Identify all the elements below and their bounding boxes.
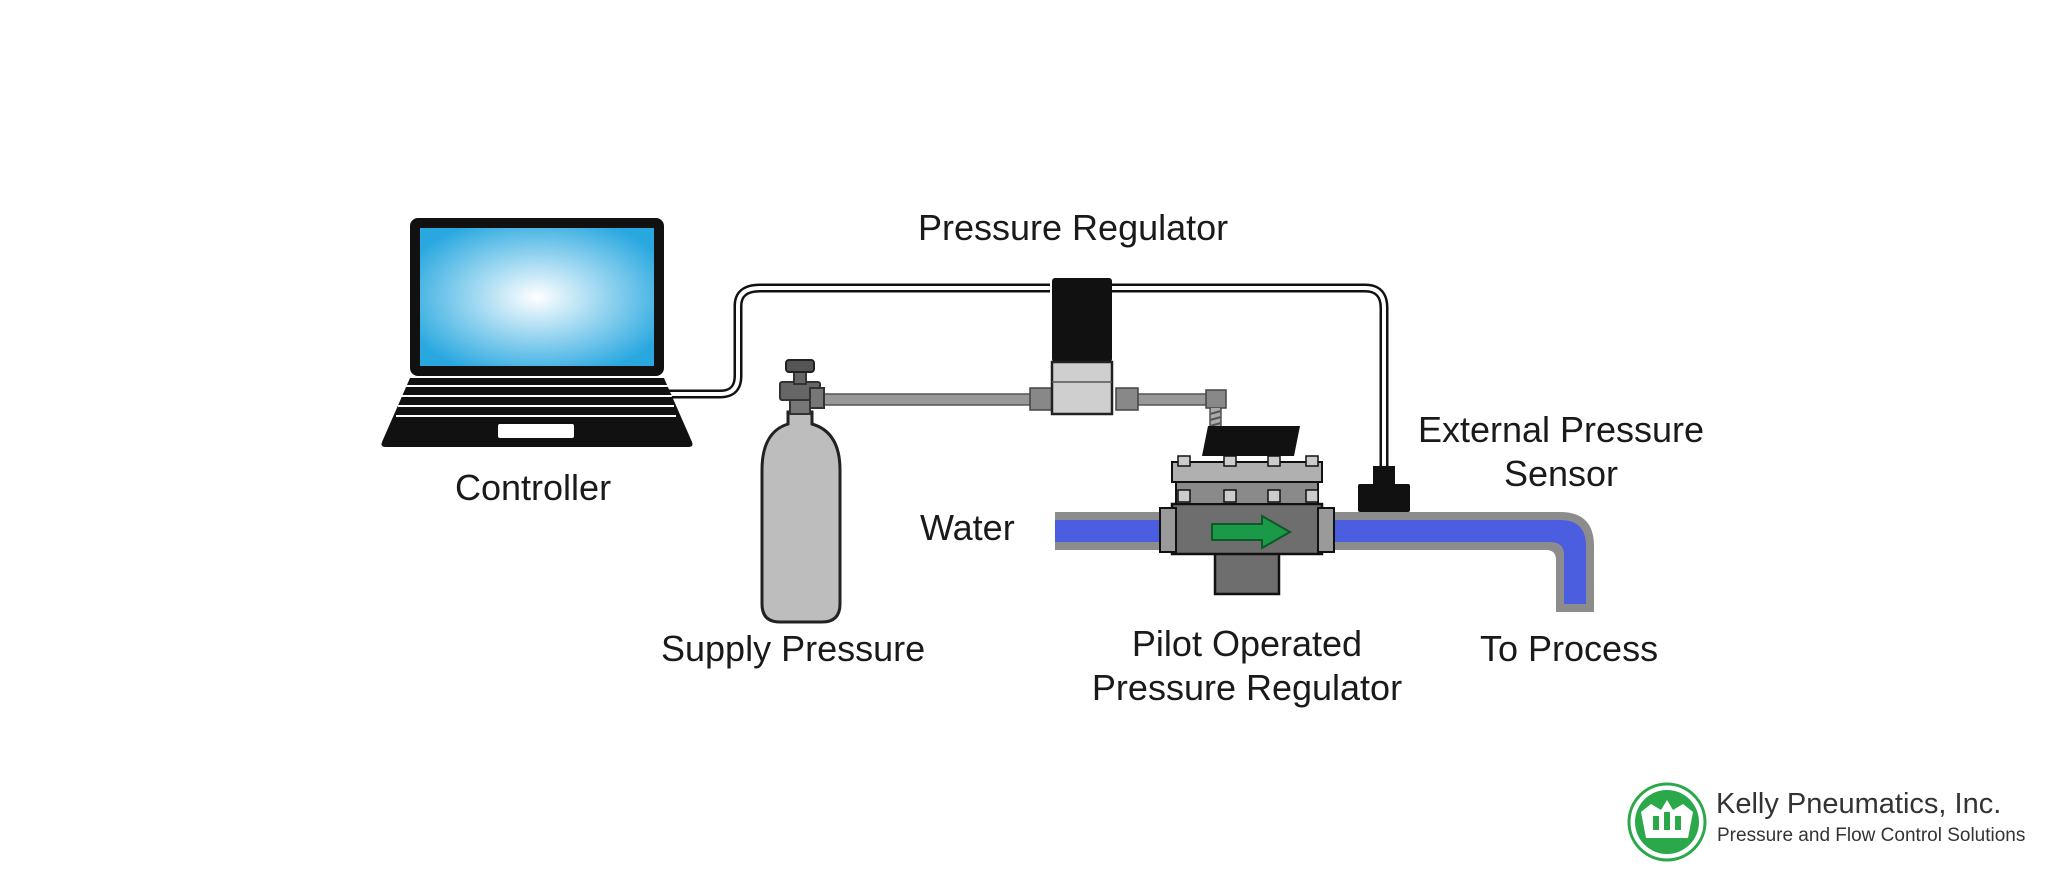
external-sensor-label: External Pressure Sensor bbox=[1406, 408, 1716, 496]
brand-tagline: Pressure and Flow Control Solutions bbox=[1717, 825, 2026, 846]
pilot-regulator-label: Pilot Operated Pressure Regulator bbox=[1071, 622, 1423, 710]
pilot-regulator-label-line2: Pressure Regulator bbox=[1091, 667, 1403, 708]
external-sensor-label-line2: Sensor bbox=[1503, 453, 1619, 494]
external-sensor-label-line1: External Pressure bbox=[1417, 409, 1705, 450]
water-label: Water bbox=[920, 507, 1015, 548]
pilot-regulator-label-line1: Pilot Operated bbox=[1131, 623, 1363, 664]
water-pipe bbox=[1055, 512, 1594, 612]
gas-cylinder-icon bbox=[760, 359, 842, 624]
signal-cable bbox=[668, 283, 1389, 468]
pressure-regulator-label: Pressure Regulator bbox=[918, 207, 1229, 248]
external-pressure-sensor-icon bbox=[1358, 466, 1410, 512]
supply-gas-line bbox=[817, 387, 1227, 445]
laptop-icon bbox=[381, 218, 693, 447]
pilot-regulator-icon bbox=[1159, 426, 1335, 596]
kelly-logo-icon bbox=[1627, 782, 1707, 862]
brand-name: Kelly Pneumatics, Inc. bbox=[1716, 788, 2002, 820]
pressure-regulator-icon bbox=[1050, 278, 1114, 416]
supply-pressure-label: Supply Pressure bbox=[661, 628, 926, 669]
controller-label: Controller bbox=[455, 467, 612, 508]
to-process-label: To Process bbox=[1480, 628, 1659, 669]
